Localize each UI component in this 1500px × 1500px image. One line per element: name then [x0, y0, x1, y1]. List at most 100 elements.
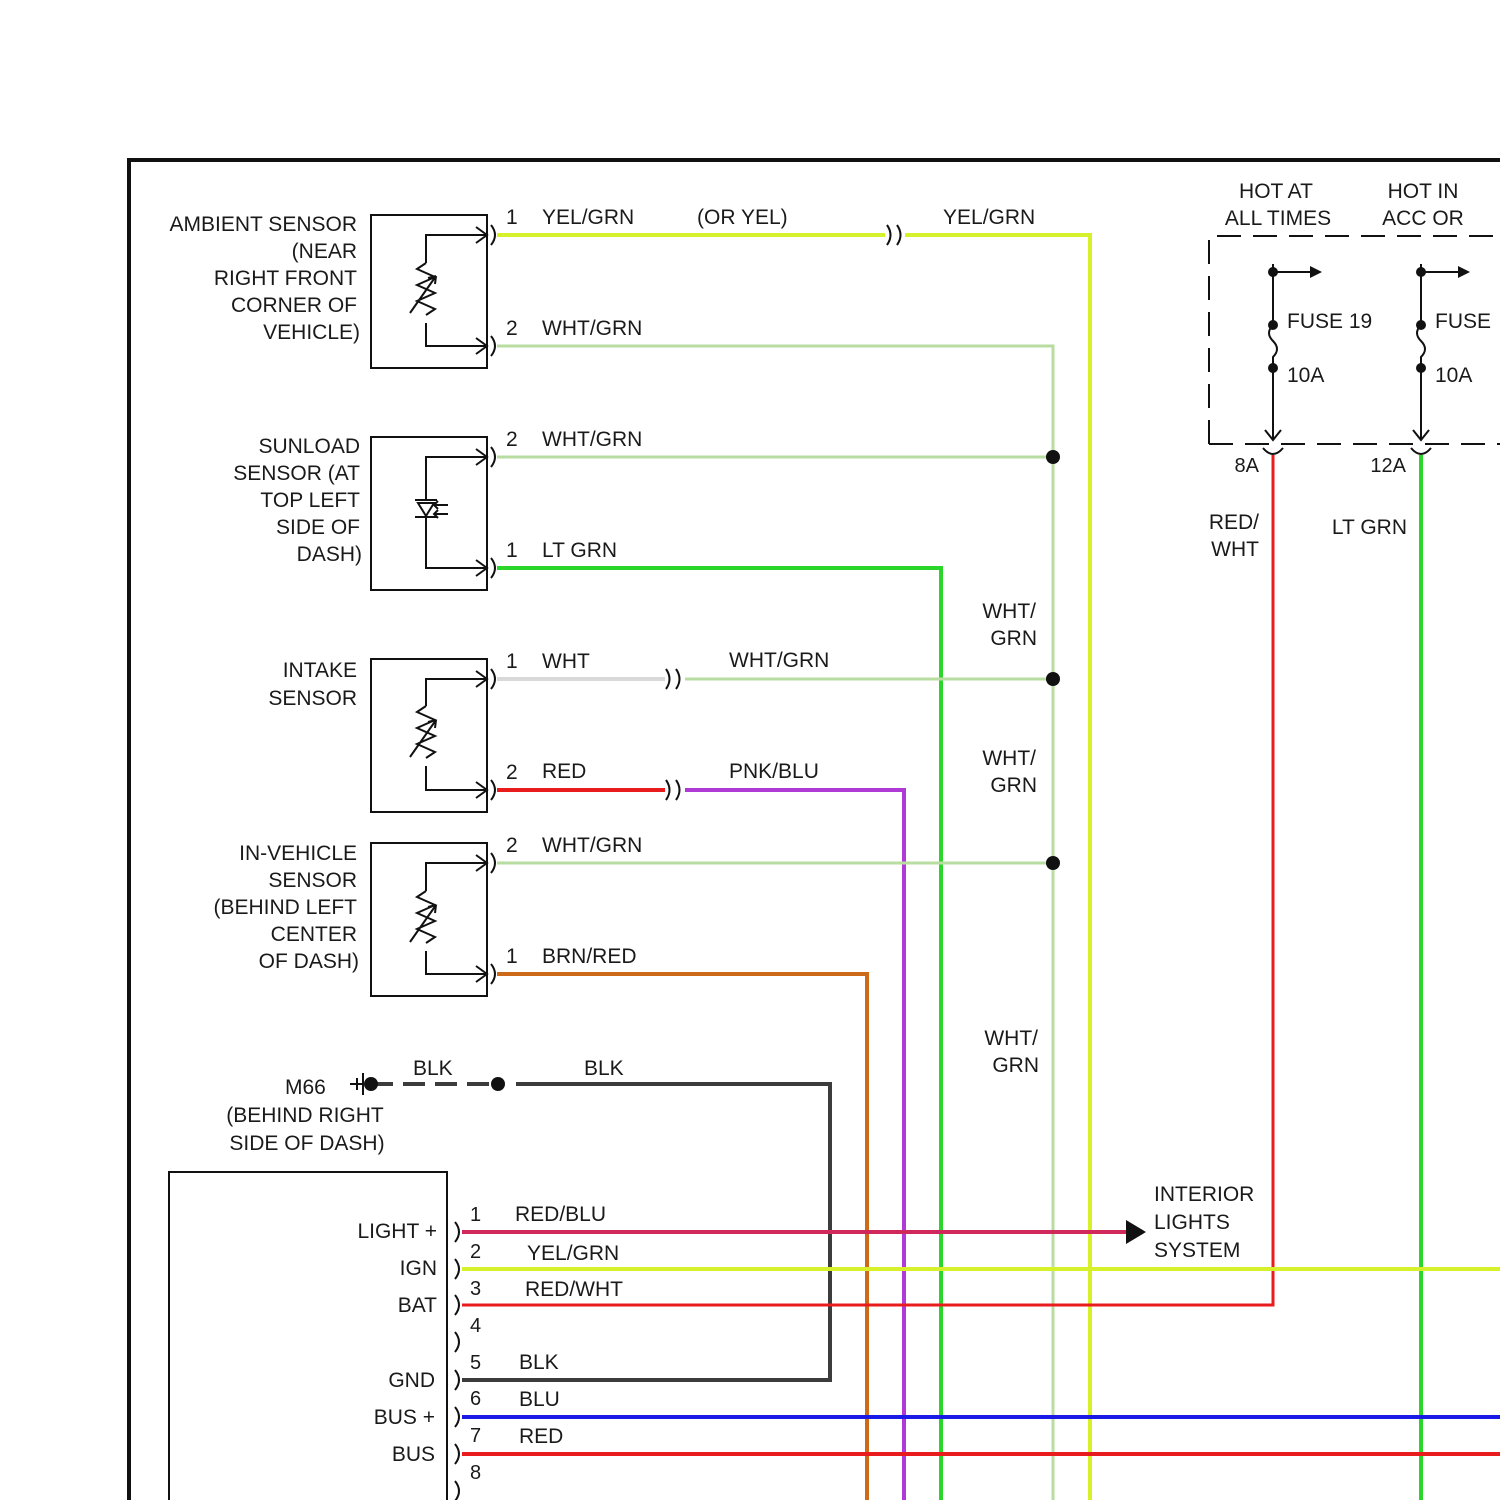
pin-number: 2: [506, 317, 518, 340]
pin-number: 2: [506, 761, 518, 784]
module-pin-function: BUS +: [374, 1406, 435, 1429]
fuse-terminal: [1263, 448, 1431, 454]
interior-lights-label: SYSTEM: [1154, 1239, 1240, 1262]
diagram-frame: [129, 160, 1500, 1500]
sunload-sensor-label: SENSOR (AT: [233, 462, 360, 485]
wire-color-label: WHT/GRN: [542, 317, 642, 340]
fuse-dot: [1416, 267, 1426, 277]
ambient-sensor-label: AMBIENT SENSOR: [170, 213, 357, 236]
ground-symbol: [350, 1073, 363, 1095]
wire-color-label: RED/WHT: [525, 1278, 623, 1301]
module-pin-function: IGN: [400, 1257, 437, 1280]
splice-dot: [1046, 856, 1060, 870]
module-pin-function: BUS: [392, 1443, 435, 1466]
pin-number: 1: [506, 539, 518, 562]
sunload-sensor-label: TOP LEFT: [260, 489, 360, 512]
invehicle-sensor-label: SENSOR: [268, 869, 357, 892]
hot-at-all-times-label: HOT AT: [1239, 180, 1313, 203]
pin-number: 1: [506, 206, 518, 229]
splice-dot: [1046, 672, 1060, 686]
photodiode-symbol: [415, 500, 448, 518]
invehicle-sensor-label: OF DASH): [259, 950, 359, 973]
wire-color-label: WHT/GRN: [542, 834, 642, 857]
module-pin-function: BAT: [398, 1294, 437, 1317]
ground-location: SIDE OF DASH): [229, 1132, 384, 1155]
fuse-dot: [1268, 267, 1278, 277]
wire-color-label: WHT/GRN: [542, 428, 642, 451]
module-pin-connector: [455, 1481, 459, 1500]
fuse-terminal-label: 8A: [1235, 455, 1260, 477]
splice-wire-label: GRN: [990, 774, 1037, 797]
ambient-sensor-label: VEHICLE): [263, 321, 360, 344]
module-pin-connector: [455, 1295, 459, 1315]
wire-ambient-whtgrn: [497, 346, 1053, 1500]
ambient-sensor-label: CORNER OF: [231, 294, 357, 317]
hot-at-all-times-label: ALL TIMES: [1225, 207, 1331, 230]
module-pin-function: GND: [388, 1369, 435, 1392]
module-pin-number: 3: [470, 1278, 481, 1300]
interior-lights-label: LIGHTS: [1154, 1211, 1230, 1234]
module-pin-connector: [455, 1407, 459, 1427]
module-pin-connector: [455, 1370, 459, 1390]
wire-color-label: RED: [542, 760, 586, 783]
wire-ambient-yelgrn: [497, 235, 1090, 1500]
module-pin-number: 8: [470, 1462, 481, 1484]
module-pin-connector: [455, 1444, 459, 1464]
intake-sensor-label: SENSOR: [268, 687, 357, 710]
wire-sunload-ltgrn: [497, 568, 941, 1500]
wire-color-alt-label: (OR YEL): [697, 206, 788, 229]
ambient-sensor-label: RIGHT FRONT: [214, 267, 357, 290]
wire-color-label: BLK: [519, 1351, 559, 1374]
ambient-sensor-leads: [426, 235, 487, 346]
fuse-terminal-label: 12A: [1370, 455, 1406, 477]
pin-number: 1: [506, 945, 518, 968]
wire-color-label: BLU: [519, 1388, 560, 1411]
wire-color-label: WHT/GRN: [729, 649, 829, 672]
ground-dot: [364, 1077, 378, 1091]
fuse-rating: 10A: [1287, 364, 1324, 387]
pin-number: 2: [506, 428, 518, 451]
invehicle-sensor-label: CENTER: [271, 923, 357, 946]
wire-color-label: BLK: [413, 1057, 453, 1080]
wire-color-label: PNK/BLU: [729, 760, 819, 783]
interior-lights-arrow: [1126, 1220, 1146, 1244]
splice-wire-label: GRN: [990, 627, 1037, 650]
invehicle-sensor-label: IN-VEHICLE: [239, 842, 357, 865]
invehicle-sensor-leads: [426, 863, 487, 974]
fuse-box-outline: [1209, 236, 1500, 444]
intake-sensor-label: INTAKE: [283, 659, 357, 682]
splice-dot: [1046, 450, 1060, 464]
fuse-label: FUSE: [1435, 310, 1491, 333]
wire-color-label: BRN/RED: [542, 945, 637, 968]
invehicle-sensor-label: (BEHIND LEFT: [213, 896, 357, 919]
module-pin-connector: [455, 1259, 459, 1279]
inline-connector: [666, 669, 680, 689]
wire-color-label: BLK: [584, 1057, 624, 1080]
fuse-rating: 10A: [1435, 364, 1472, 387]
splice-wire-label: WHT/: [982, 747, 1036, 770]
wire-color-label: WHT: [1211, 538, 1259, 561]
fuse-dot: [1268, 320, 1278, 330]
sunload-sensor-label: SUNLOAD: [258, 435, 360, 458]
wire-color-label: LT GRN: [1332, 516, 1407, 539]
module-pin-function: LIGHT +: [357, 1220, 437, 1243]
fuse2-symbol: [1413, 264, 1429, 440]
arrowhead: [1310, 266, 1322, 278]
fuse-dot: [1268, 363, 1278, 373]
splice-dot: [491, 1077, 505, 1091]
thermistor-symbol: [410, 706, 436, 758]
splice-wire-label: WHT/: [984, 1027, 1038, 1050]
arrowhead: [1458, 266, 1470, 278]
inline-connector: [666, 780, 680, 800]
pin-number: 1: [506, 650, 518, 673]
hot-in-acc-label: ACC OR: [1382, 207, 1464, 230]
sunload-sensor-label: SIDE OF: [276, 516, 360, 539]
module-pin-connector: [455, 1222, 459, 1242]
interior-lights-label: INTERIOR: [1154, 1183, 1254, 1206]
thermistor-symbol: [410, 263, 436, 315]
wire-color-label: RED/BLU: [515, 1203, 606, 1226]
ground-location: (BEHIND RIGHT: [226, 1104, 384, 1127]
module-pin-number: 7: [470, 1425, 481, 1447]
